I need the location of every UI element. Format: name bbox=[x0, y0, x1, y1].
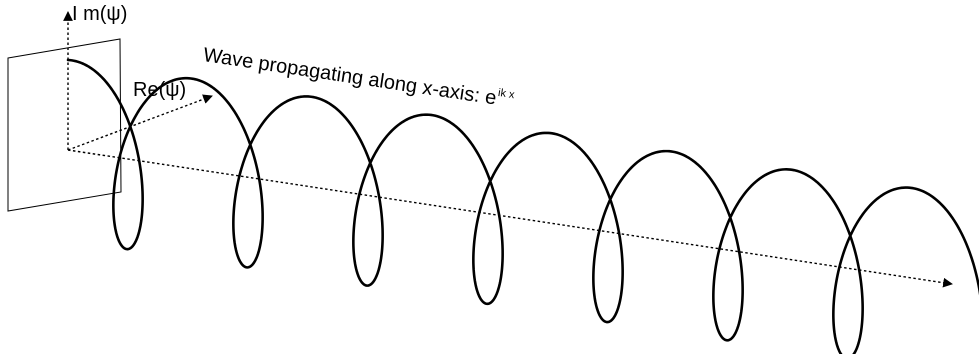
complex-plane bbox=[7, 38, 122, 212]
x-axis-arrow bbox=[67, 149, 953, 288]
imaginary-axis-label: I m(ψ) bbox=[72, 3, 128, 25]
real-axis-arrow bbox=[67, 94, 213, 151]
wave-caption-exponent: ik x bbox=[497, 86, 516, 102]
real-axis-label: Re(ψ) bbox=[133, 79, 187, 101]
helix-wave-curve bbox=[66, 58, 979, 354]
